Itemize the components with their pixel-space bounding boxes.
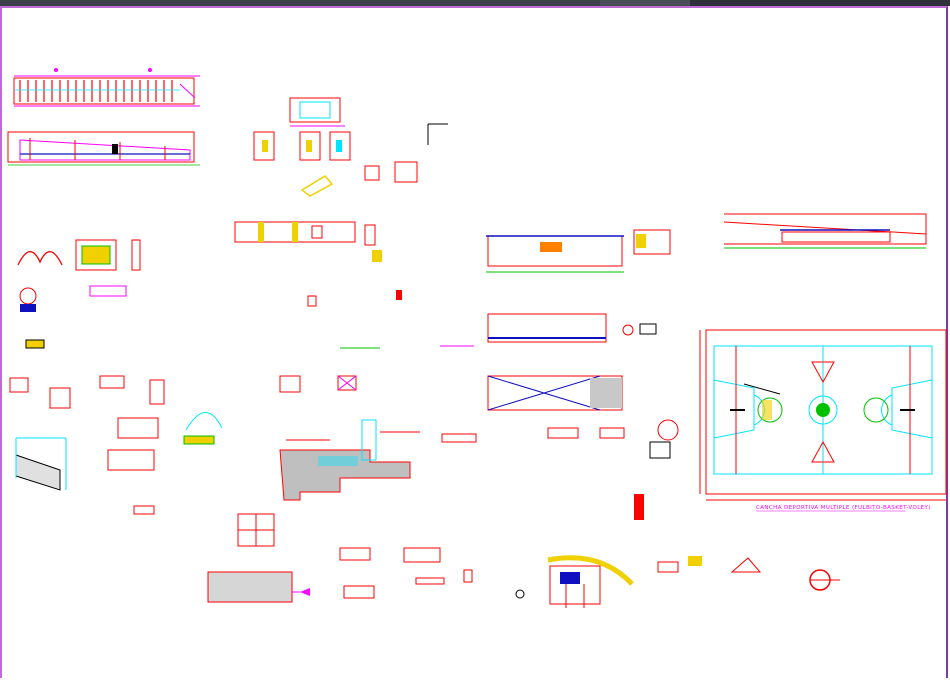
details-center-left [234,221,474,393]
details-left-middle [17,239,141,349]
sports-court-plan [699,329,947,501]
details-bottom-center [207,547,473,603]
viewer-toolbar [0,0,950,6]
details-top-middle [253,97,448,197]
elevations-center-right [486,229,679,520]
foundation-detail [279,419,477,501]
court-title: CANCHA DEPORTIVA MULTIPLE (FULBITO-BASKE… [756,505,931,511]
details-bottom-right [515,555,840,608]
section-top-right [723,213,927,249]
details-bottom-left [9,375,275,547]
document-tab[interactable] [0,0,600,6]
active-tab-highlight[interactable] [600,0,690,6]
drawing-canvas[interactable] [0,6,948,678]
elevation-long-top [13,68,200,107]
section-sloped [7,131,200,166]
